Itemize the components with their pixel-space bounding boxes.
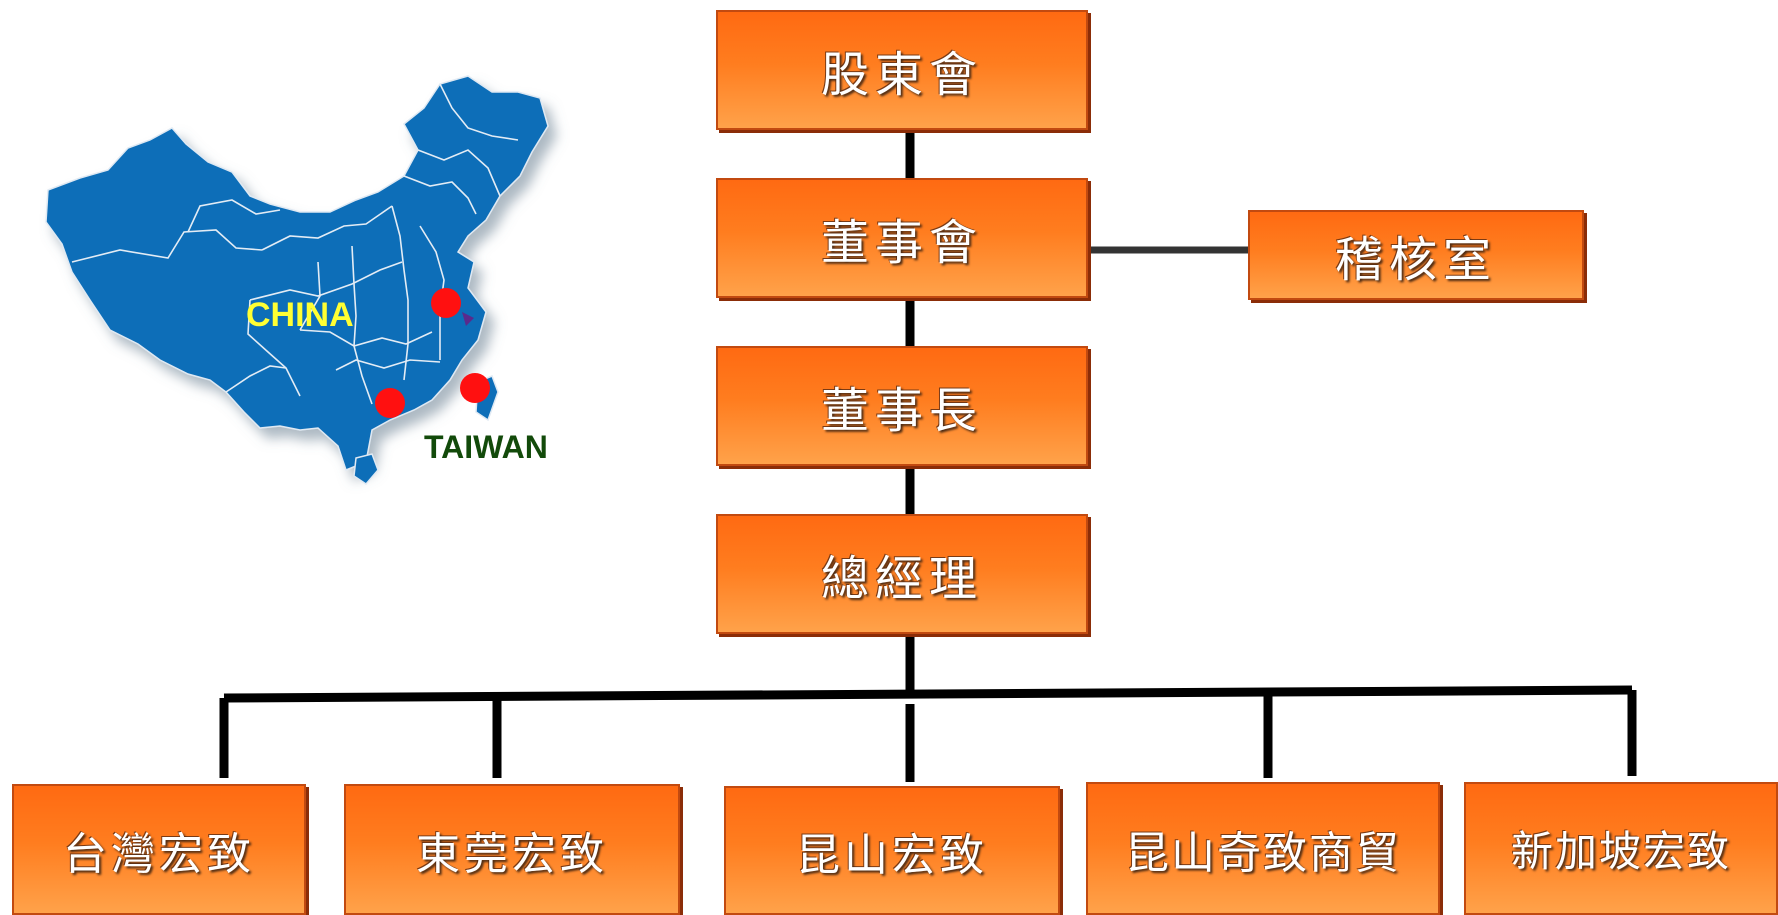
shareholders-box: 股東會	[716, 10, 1088, 130]
map-label-taiwan: TAIWAN	[424, 429, 548, 465]
general-manager-box: 總經理	[716, 514, 1088, 634]
china-map: CHINA TAIWAN	[45, 75, 549, 485]
audit-office-box: 稽核室	[1248, 210, 1584, 300]
china-mainland-shape	[45, 75, 549, 471]
subsidiary-box-kunshan: 昆山宏致	[724, 786, 1060, 915]
hainan-island-shape	[353, 453, 379, 485]
map-label-china: CHINA	[246, 296, 354, 334]
subsidiary-box-singapore: 新加坡宏致	[1464, 782, 1778, 915]
shanghai-marker	[462, 312, 474, 326]
subsidiary-box-taiwan: 台灣宏致	[12, 784, 306, 915]
location-marker-dongguan	[375, 388, 405, 418]
subsidiary-box-dongguan: 東莞宏致	[344, 784, 680, 915]
board-of-directors-box: 董事會	[716, 178, 1088, 298]
chairman-box: 董事長	[716, 346, 1088, 466]
location-marker-taiwan	[460, 373, 490, 403]
subsidiary-box-kunshan-trading: 昆山奇致商貿	[1086, 782, 1440, 915]
location-marker-kunshan	[431, 288, 461, 318]
province-borders	[71, 83, 519, 405]
